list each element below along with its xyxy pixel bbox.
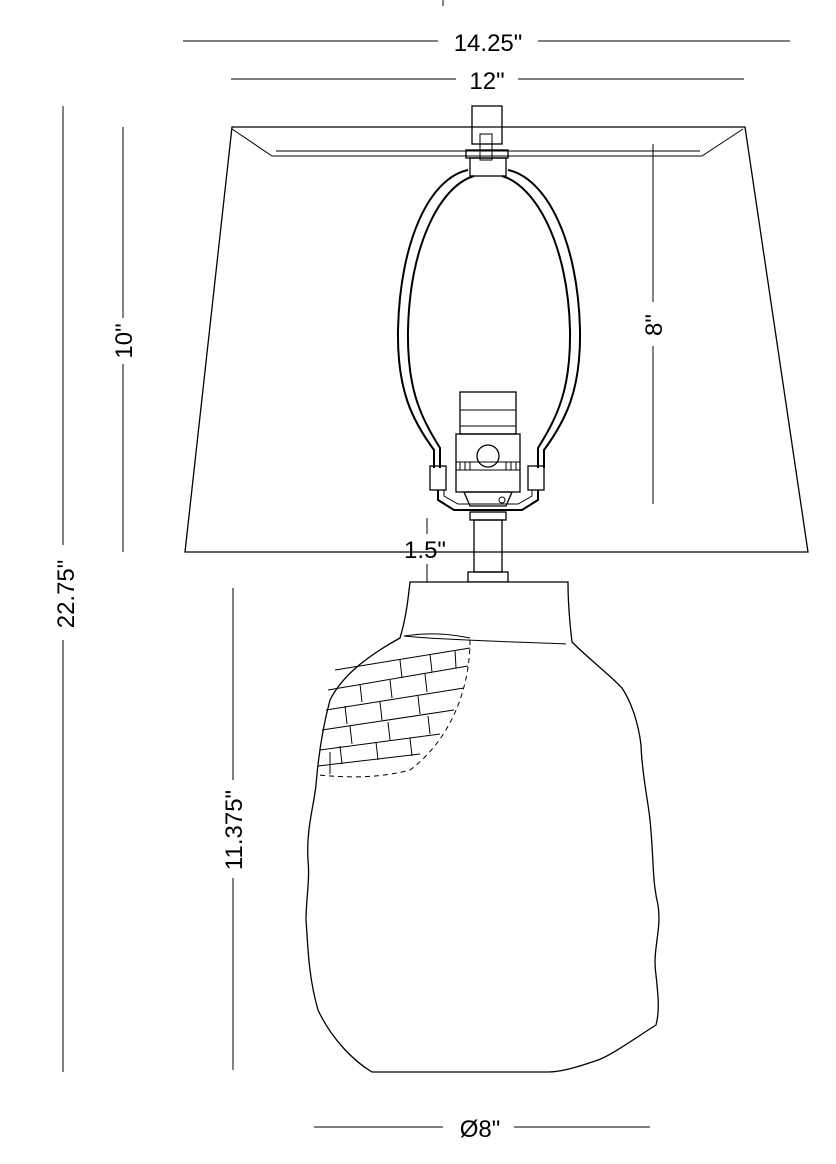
lamp-shade — [184, 126, 809, 553]
harp-height-label: 8" — [641, 314, 668, 336]
socket — [455, 391, 521, 507]
lamp-base — [305, 581, 660, 1073]
dimension-overall-height: 22.75" — [53, 106, 80, 1072]
lamp-neck — [467, 511, 509, 583]
dimension-shade-top-width: 12" — [231, 68, 744, 95]
dimension-base-diameter: Ø8" — [314, 1116, 650, 1143]
shade-height-label: 10" — [111, 323, 138, 358]
neck-height-label: 1.5" — [404, 537, 446, 564]
dimension-shade-height: 10" — [111, 127, 138, 552]
base-diameter-label: Ø8" — [460, 1116, 501, 1143]
dimension-neck-height: 1.5" — [404, 518, 446, 582]
dimension-harp-height: 8" — [641, 144, 668, 504]
socket-knurl — [459, 462, 517, 470]
base-height-label: 11.375" — [221, 790, 248, 870]
brick-texture — [317, 639, 471, 778]
dimension-overall-width: 14.25" — [183, 0, 790, 57]
socket-switch-knob — [476, 444, 500, 468]
dimension-base-height: 11.375" — [221, 588, 248, 1070]
harp — [396, 169, 582, 511]
overall-width-label: 14.25" — [454, 30, 523, 57]
shade-top-width-label: 12" — [469, 68, 504, 95]
overall-height-label: 22.75" — [53, 560, 80, 629]
finial — [465, 105, 509, 177]
